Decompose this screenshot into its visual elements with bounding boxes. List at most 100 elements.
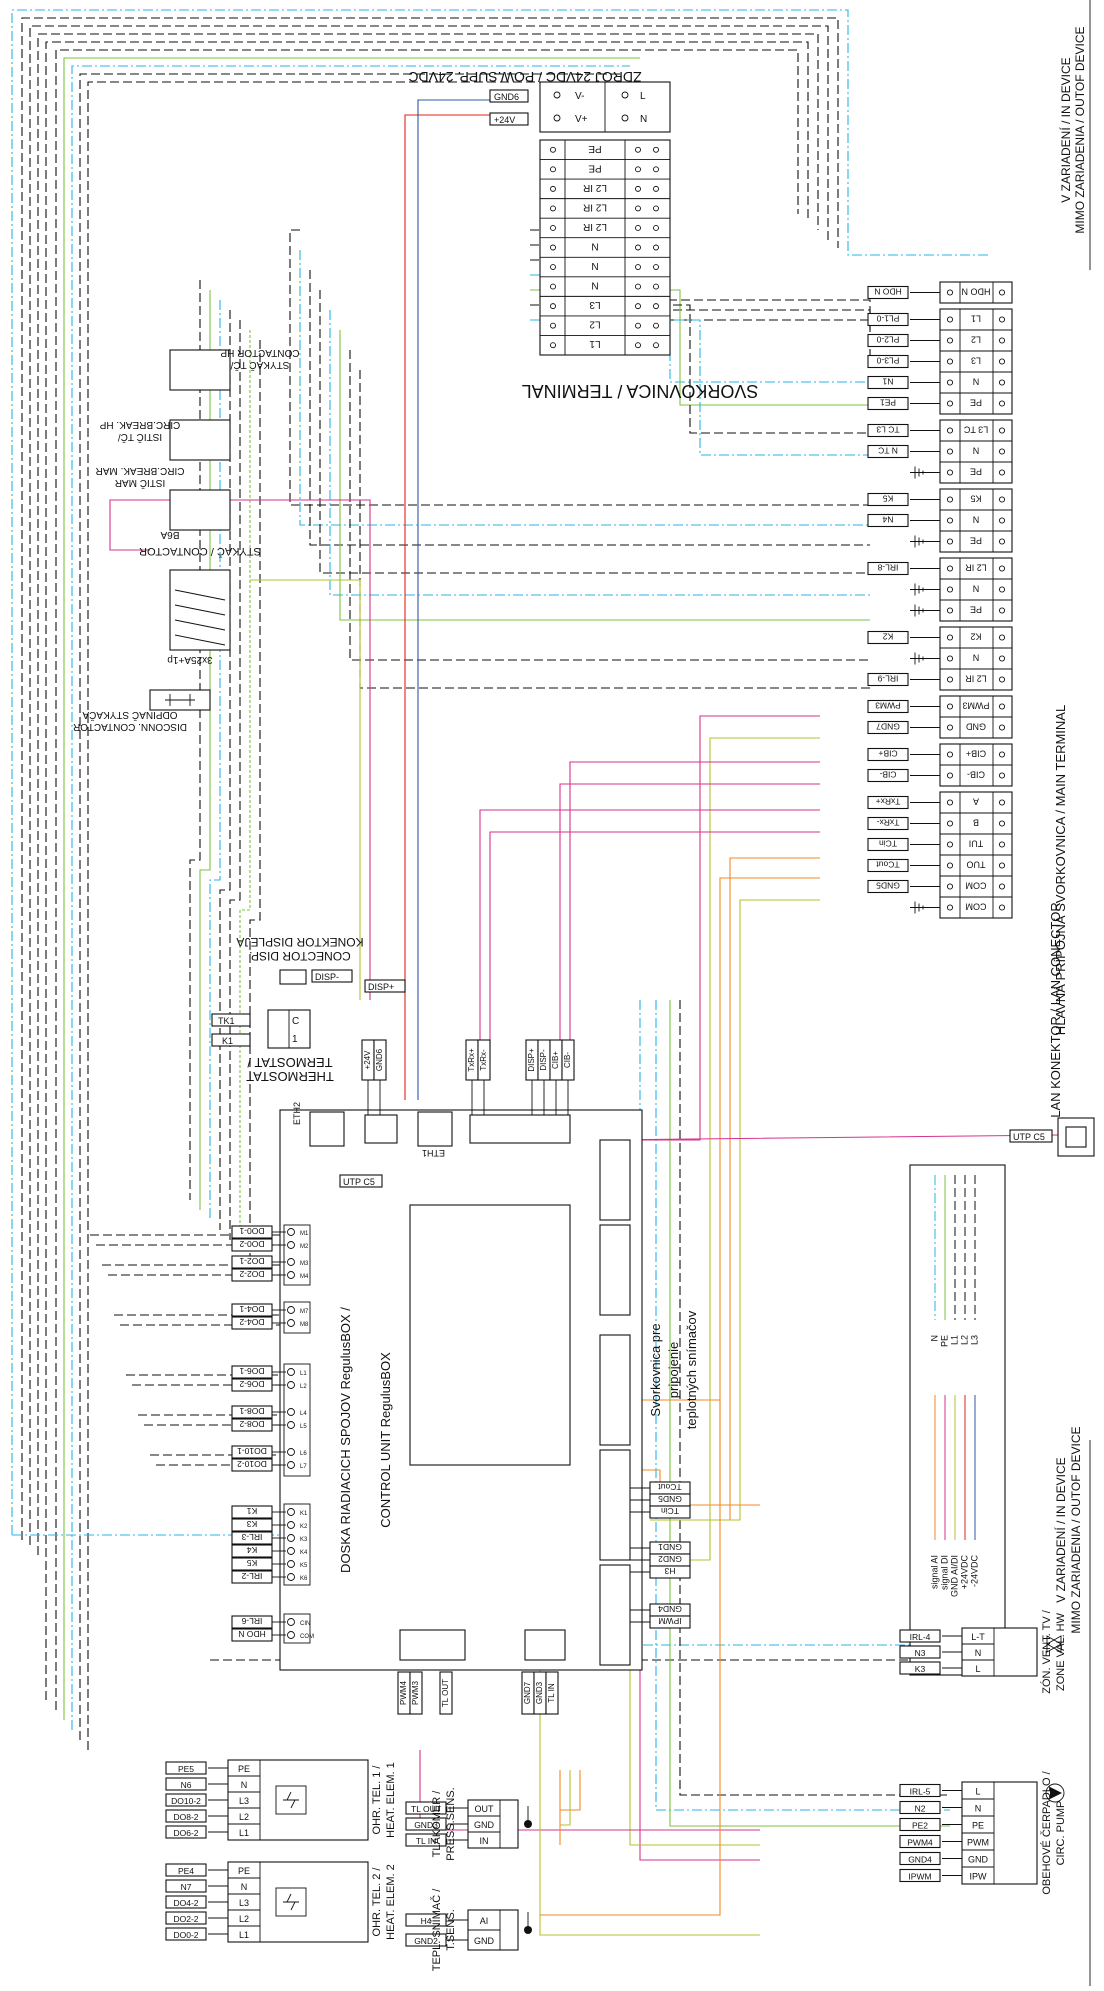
board-top-wire: +24V xyxy=(363,1050,372,1070)
board-left-wire: DO8-1 xyxy=(239,1406,264,1416)
main-terminal-term: N xyxy=(973,377,980,387)
main-terminal-group xyxy=(939,419,1013,484)
legend-item: signal DI xyxy=(939,1555,949,1590)
main-terminal-term: PE xyxy=(970,536,982,546)
board-left-wire: IRL-6 xyxy=(241,1616,262,1626)
main-terminal-wire: K5 xyxy=(883,494,894,504)
lan-wire: UTP C5 xyxy=(1013,1132,1045,1142)
disconnector-2: DISCONN. CONTACTOR xyxy=(73,721,187,732)
main-terminal-term: COM xyxy=(966,881,987,891)
main-terminal-wire: CIB+ xyxy=(878,749,897,759)
main-terminal-term: N xyxy=(973,584,980,594)
board-top-wire: TxRx+ xyxy=(467,1048,476,1072)
device-label-1: TLAKOMER / xyxy=(431,1790,443,1858)
device-wire: N6 xyxy=(181,1780,192,1790)
board-left-pin: K5 xyxy=(300,1563,308,1569)
device-wire: DO0-2 xyxy=(173,1930,198,1940)
board-left-wire: DO2-1 xyxy=(239,1256,264,1266)
device-wire: PWM4 xyxy=(907,1838,933,1848)
main-terminal-term: HDO N xyxy=(962,287,991,297)
device-wire: N2 xyxy=(915,1804,926,1814)
main-terminal-wire: PE1 xyxy=(880,398,896,408)
terminal-row-label: N xyxy=(591,241,598,252)
board-right-wire: GND5 xyxy=(658,1494,682,1504)
disp-minus-label: DISP- xyxy=(315,972,339,982)
board-right-wire: H3 xyxy=(664,1566,675,1576)
board-left-pin: L7 xyxy=(300,1464,307,1470)
sensor-terminal-1: Svorkovnica pre xyxy=(648,1323,663,1416)
device-label-2: CIRC. PUMP xyxy=(1055,1801,1067,1866)
board-left-pin: K2 xyxy=(300,1524,308,1530)
bottom-out-device: MIMO ZARIADENIA / OUTOF DEVICE xyxy=(1069,1426,1083,1633)
thermostat-title-1: TERMOSTAT / xyxy=(247,1055,333,1070)
board-left-pin: M2 xyxy=(300,1244,309,1250)
main-terminal-term: N xyxy=(973,515,980,525)
main-terminal-group xyxy=(939,308,1013,415)
board-left-pin: M4 xyxy=(300,1274,309,1280)
main-terminal-wire: PL3-0 xyxy=(876,356,899,366)
main-terminal-wire: PL2-0 xyxy=(876,335,899,345)
circ-break-mar-1: ISTIČ MAR xyxy=(115,477,166,490)
legend-item: L3 xyxy=(969,1335,979,1345)
eth2-label: ETH2 xyxy=(292,1102,302,1125)
board-top-wire: CIB- xyxy=(563,1052,572,1068)
board-right-wire: IPWM xyxy=(658,1616,681,1626)
top-in-device: V ZARIADENÍ / IN DEVICE xyxy=(1058,57,1073,202)
terminal-row-label: L2 IR xyxy=(583,182,607,193)
hp-contactor-2: CONTACTOR HP xyxy=(220,347,299,358)
device-label-2: HEAT. ELEM. 1 xyxy=(385,1762,397,1838)
main-terminal-group xyxy=(939,557,1013,622)
board-left-pin: K3 xyxy=(300,1537,308,1543)
board-left-pin: L2 xyxy=(300,1384,307,1390)
device-wire: PE4 xyxy=(178,1866,194,1876)
device-wire: PE2 xyxy=(912,1821,928,1831)
board-left-pin: L6 xyxy=(300,1451,307,1457)
device-terminal: N xyxy=(241,1780,248,1790)
board-bottom-wire: PWM3 xyxy=(411,1680,420,1705)
device-wire: TL IN xyxy=(416,1836,436,1846)
main-terminal-wire: K2 xyxy=(883,632,894,642)
lan-title: LAN KONEKTOR / LAN CONECTOR xyxy=(1048,902,1063,1118)
board-left-pin: K1 xyxy=(300,1511,308,1517)
board-left-pin: M1 xyxy=(300,1231,309,1237)
terminal-row-label: PE xyxy=(588,162,602,173)
psu-gnd-label: GND6 xyxy=(494,92,519,102)
main-terminal-term: N xyxy=(973,446,980,456)
contactor-area: STYKAČ TČ/ CONTACTOR HP ISTIČ TČ/ CIRC.B… xyxy=(73,347,300,732)
main-terminal-term: TUI xyxy=(969,839,984,849)
main-terminal-term: L2 IR xyxy=(965,563,987,573)
board-top-wire: DISP+ xyxy=(527,1048,536,1072)
main-terminal-term: L2 xyxy=(971,335,981,345)
board-left-wire: DO0-1 xyxy=(239,1226,264,1236)
main-terminal-wire: TCout xyxy=(876,860,900,870)
board-left-pin: M8 xyxy=(300,1322,309,1328)
device-wire: K3 xyxy=(915,1664,926,1674)
main-terminal-term: B xyxy=(973,818,979,828)
board-left-wire: DO6-2 xyxy=(239,1379,264,1389)
device-terminal: GND xyxy=(968,1855,989,1865)
board-top-wire: CIB+ xyxy=(551,1051,560,1069)
board-top-wire: DISP- xyxy=(539,1049,548,1071)
board-bottom-wire: GND7 xyxy=(523,1681,532,1704)
main-terminal-term: L1 xyxy=(971,314,981,324)
device-label-1: ZÓN. VENT. TV / xyxy=(1040,1609,1053,1693)
device-label-2: PRESS.SENS. xyxy=(445,1787,457,1860)
board-left-pin: L5 xyxy=(300,1424,307,1430)
terminal-row-label: L2 IR xyxy=(583,201,607,212)
terminal-row-label: N xyxy=(591,280,598,291)
main-terminal-wire: N4 xyxy=(882,515,893,525)
circ-break-mar-2: CIRC.BREAK. MAR xyxy=(96,465,185,476)
device-wire: H4 xyxy=(421,1916,432,1926)
eth1-label: ETH1 xyxy=(422,1148,445,1158)
board-right-wire: TCout xyxy=(658,1482,682,1492)
main-terminal-term: L2 IR xyxy=(965,674,987,684)
contactor-title: STYKAČ / CONTACTOR xyxy=(139,545,261,558)
device-terminal: N xyxy=(975,1648,982,1658)
